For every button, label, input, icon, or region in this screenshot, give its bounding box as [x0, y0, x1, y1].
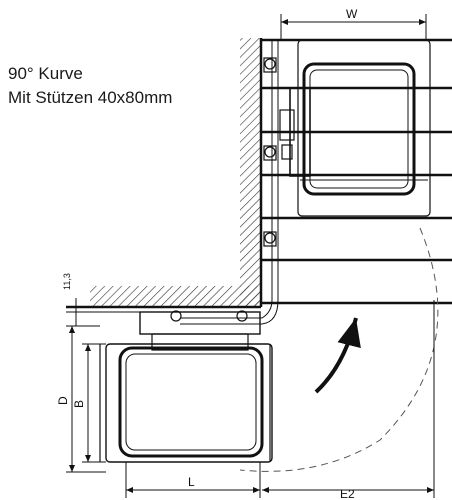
mount-bolt — [264, 232, 276, 244]
dimension-l-label: L — [188, 475, 195, 489]
dimension-d-label: D — [56, 396, 70, 405]
wall-mounts — [170, 57, 277, 322]
wall-horizontal-hatch — [90, 286, 260, 306]
mount-bolt — [264, 58, 276, 70]
dimension-e2 — [262, 300, 435, 498]
caption-subtitle: Mit Stützen 40x80mm — [8, 88, 173, 107]
wall-vertical-hatch — [240, 38, 260, 306]
upper-lift-module — [279, 39, 431, 217]
dimension-b-label: B — [72, 400, 86, 408]
mount-bolt — [236, 310, 248, 322]
lower-lift-module — [99, 311, 273, 463]
upper-module-inner — [302, 62, 416, 196]
rail-tube — [180, 40, 279, 325]
wall — [66, 38, 263, 309]
dimension-gap — [66, 298, 140, 326]
rotation-arrow — [314, 317, 361, 394]
dimension-e2-label: E2 — [340, 487, 355, 500]
carriage — [139, 311, 261, 335]
lower-module-seat — [118, 346, 264, 458]
mount-bolt — [170, 310, 182, 322]
upper-module-bracket — [289, 87, 311, 177]
dimension-gap-label: 11,3 — [62, 273, 72, 290]
dimension-b — [82, 343, 106, 463]
dimension-w-label: W — [346, 7, 358, 21]
mount-bolt — [264, 146, 276, 158]
caption-title: 90° Kurve — [8, 64, 83, 83]
swing-radius-arc — [239, 227, 439, 472]
dimension-w — [280, 14, 427, 40]
lower-module-frame — [105, 343, 273, 463]
upper-module-frame — [297, 39, 431, 217]
dimension-l — [125, 462, 261, 498]
dimension-d — [66, 325, 106, 473]
